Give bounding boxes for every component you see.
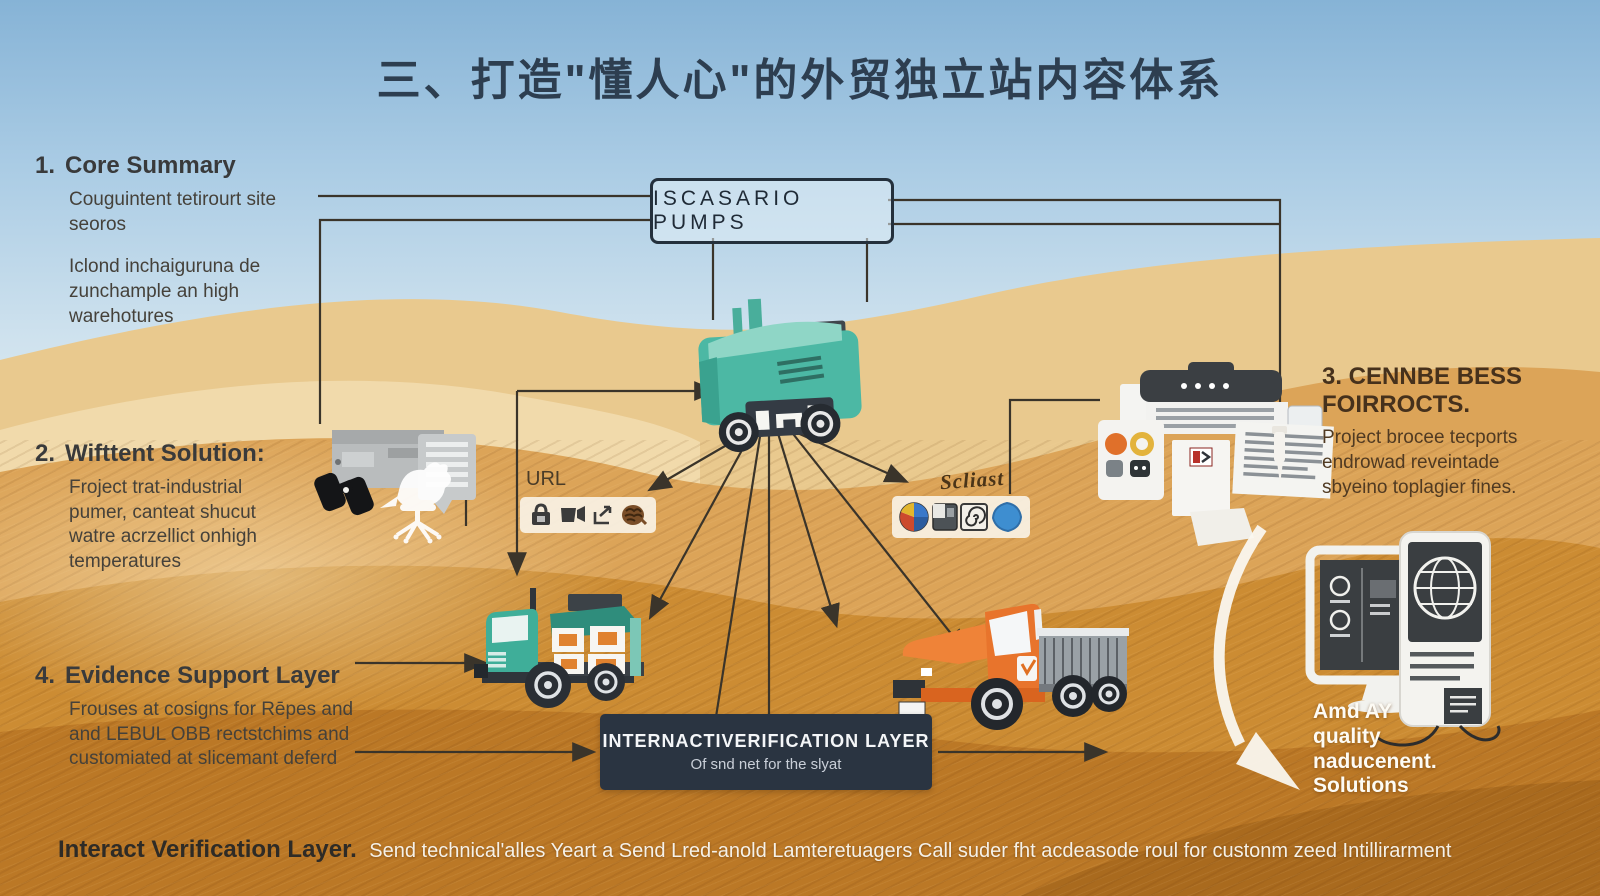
pump-wheel-left xyxy=(718,412,759,453)
section-content-solution: 2. Wifttent Solution: Froject trat-indus… xyxy=(35,440,287,575)
section-heading: Core Summary xyxy=(65,152,236,179)
caption-line: Amd AY xyxy=(1313,700,1392,723)
bird-on-chair-illustration xyxy=(380,462,452,544)
section-heading: Wifttent Solution: xyxy=(65,440,265,467)
camera-icon xyxy=(560,506,585,522)
lock-icon xyxy=(532,503,551,525)
caption-line: naducenent. xyxy=(1313,749,1437,773)
teal-truck-illustration xyxy=(474,588,644,708)
section-paragraph: Couguintent tetirourt site seoros xyxy=(69,189,277,235)
pie-logo-icon xyxy=(899,502,929,532)
document-with-dots xyxy=(1098,420,1164,500)
central-node-box: ISCASARIO PUMPS xyxy=(650,178,894,244)
footer-caption: Interact Verification Layer. Send techni… xyxy=(58,836,1558,864)
social-icon-chip xyxy=(892,496,1030,538)
orange-truck-wheel-rear xyxy=(1091,676,1127,712)
printer-documents-illustration xyxy=(1098,362,1334,546)
caption-line: quality xyxy=(1313,724,1381,748)
binoculars-icon xyxy=(314,472,374,516)
section-number: 2. xyxy=(35,440,56,467)
globe-blob-icon xyxy=(991,501,1022,533)
section-core-summary: 1. Core Summary Couguintent tetirourt si… xyxy=(35,152,307,329)
pin-marker-icon xyxy=(1272,426,1287,484)
interaction-layer-box: INTERNACTIVERIFICATION LAYER Of snd net … xyxy=(600,714,932,790)
url-icon-chip xyxy=(520,497,656,533)
section-evidence-support: 4. Evidence Support Layer Frouses at cos… xyxy=(35,662,361,772)
page-title: 三、打造"懂人心"的外贸独立站内容体系 xyxy=(376,56,1224,105)
section-paragraph: Iclond inchaiguruna de zunchample an hig… xyxy=(69,256,261,327)
orange-truck-wheel-front xyxy=(971,678,1023,730)
right-caption: Amd AY quality naducenent. Solutions xyxy=(1313,700,1437,799)
section-paragraph: Project brocee tecports endrowad reveint… xyxy=(1322,427,1518,498)
interaction-layer-title: INTERNACTIVERIFICATION LAYER xyxy=(602,731,930,751)
truck-wheel-rear xyxy=(587,663,625,701)
share-arrow-icon xyxy=(593,505,612,525)
tablet-with-globe xyxy=(1399,531,1491,727)
section-paragraph: Froject trat-industrial pumer, canteat s… xyxy=(69,477,257,573)
truck-wheel-front xyxy=(525,662,571,708)
scliast-label: Scliast xyxy=(939,465,1005,495)
interaction-layer-subtitle: Of snd net for the slyat xyxy=(690,756,842,773)
pump-machine-illustration xyxy=(698,298,862,453)
paper-with-logo xyxy=(1172,440,1230,516)
photo-icon xyxy=(932,503,958,531)
curved-arrow-down xyxy=(1213,524,1300,790)
pump-wheel-right xyxy=(800,403,841,444)
footer-label: Interact Verification Layer. xyxy=(58,836,357,863)
caption-line: Solutions xyxy=(1313,774,1409,798)
section-conversion: 3. CENNBE BESS FOIRROCTS. Project brocee… xyxy=(1322,363,1550,500)
section-heading: 3. CENNBE BESS FOIRROCTS. xyxy=(1322,363,1523,418)
orange-truck-wheel-mid xyxy=(1052,675,1094,717)
url-label: URL xyxy=(526,468,567,490)
section-heading: Evidence Support Layer xyxy=(65,662,340,689)
spiral-icon xyxy=(960,503,989,531)
monitor-device-illustration xyxy=(1305,531,1501,747)
section-number: 4. xyxy=(35,662,56,689)
section-paragraph: Frouses at cosigns for Rēpes and and LEB… xyxy=(69,699,354,770)
section-number: 1. xyxy=(35,152,56,179)
brain-icon xyxy=(621,505,647,526)
orange-truck-illustration xyxy=(893,603,1129,730)
footer-text: Send technical'alles Yeart a Send Lred-a… xyxy=(369,840,1452,862)
